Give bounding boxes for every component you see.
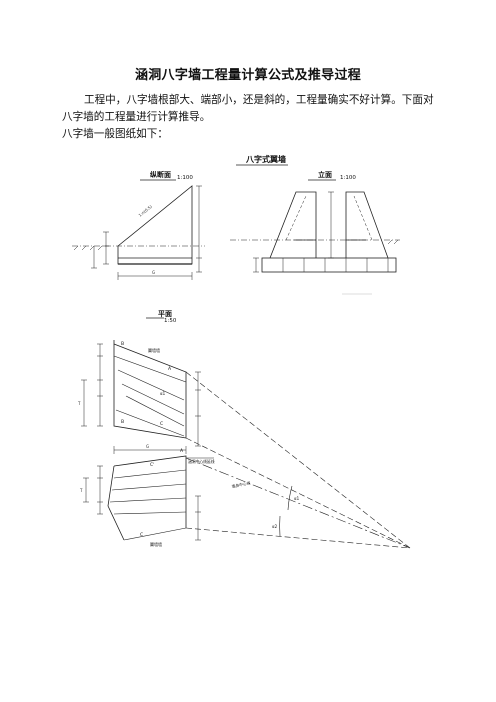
plan-scale: 1:50 [164, 318, 177, 324]
figure-caption: 八字墙一般图纸如下： [62, 128, 168, 140]
plan-label-wall-centerline: 墙身中心线 [231, 480, 251, 489]
elevation-dim-g: G [152, 270, 155, 275]
front-view: 立面 1:100 [230, 170, 400, 295]
plan-label-alpha1: α1 [160, 391, 166, 396]
plan-label-alpha2: α2 [272, 524, 278, 529]
plan-dim-t2: T [79, 488, 83, 493]
intro-paragraph: 工程中，八字墙根部大、端部小，还是斜的，工程量确实不好计算。下面对八字墙的工程量… [62, 94, 434, 123]
front-view-scale: 1:100 [340, 175, 356, 181]
elevation-section-scale: 1:100 [177, 175, 193, 181]
front-view-label: 立面 [318, 170, 332, 179]
plan-label-wing-wall: 翼墙墙 [148, 347, 160, 353]
svg-text:1:n(0.5): 1:n(0.5) [137, 204, 153, 218]
drawing-main-title: 八字式翼墙 [245, 154, 286, 164]
plan-dim-t: T [77, 401, 81, 406]
plan-dim-g: G [146, 444, 149, 449]
elevation-section-label: 纵断面 [150, 170, 171, 179]
plan-label-c: C [160, 421, 163, 427]
plan-label-alpha1-apex: α1 [294, 496, 300, 501]
plan-label-culvert-centerline: 涵洞中心线延线 [188, 459, 215, 464]
plan-label-c-prime: C' [150, 462, 154, 468]
plan-label-c2: C [140, 532, 143, 538]
plan-label-b2: B [121, 419, 124, 425]
plan-view: 平面 1:50 B 翼墙墙 A α1 B C [77, 310, 411, 549]
plan-label-a2: A [180, 448, 184, 454]
document-title: 涵洞八字墙工程量计算公式及推导过程 [134, 68, 362, 83]
elevation-section-view: 纵断面 1:100 1:n(0.5) [72, 170, 205, 280]
plan-label: 平面 [158, 310, 172, 318]
plan-label-wing-wall-lower: 翼墙墙 [150, 541, 162, 547]
plan-label-b: B [121, 341, 124, 347]
plan-label-a: A [168, 366, 172, 372]
